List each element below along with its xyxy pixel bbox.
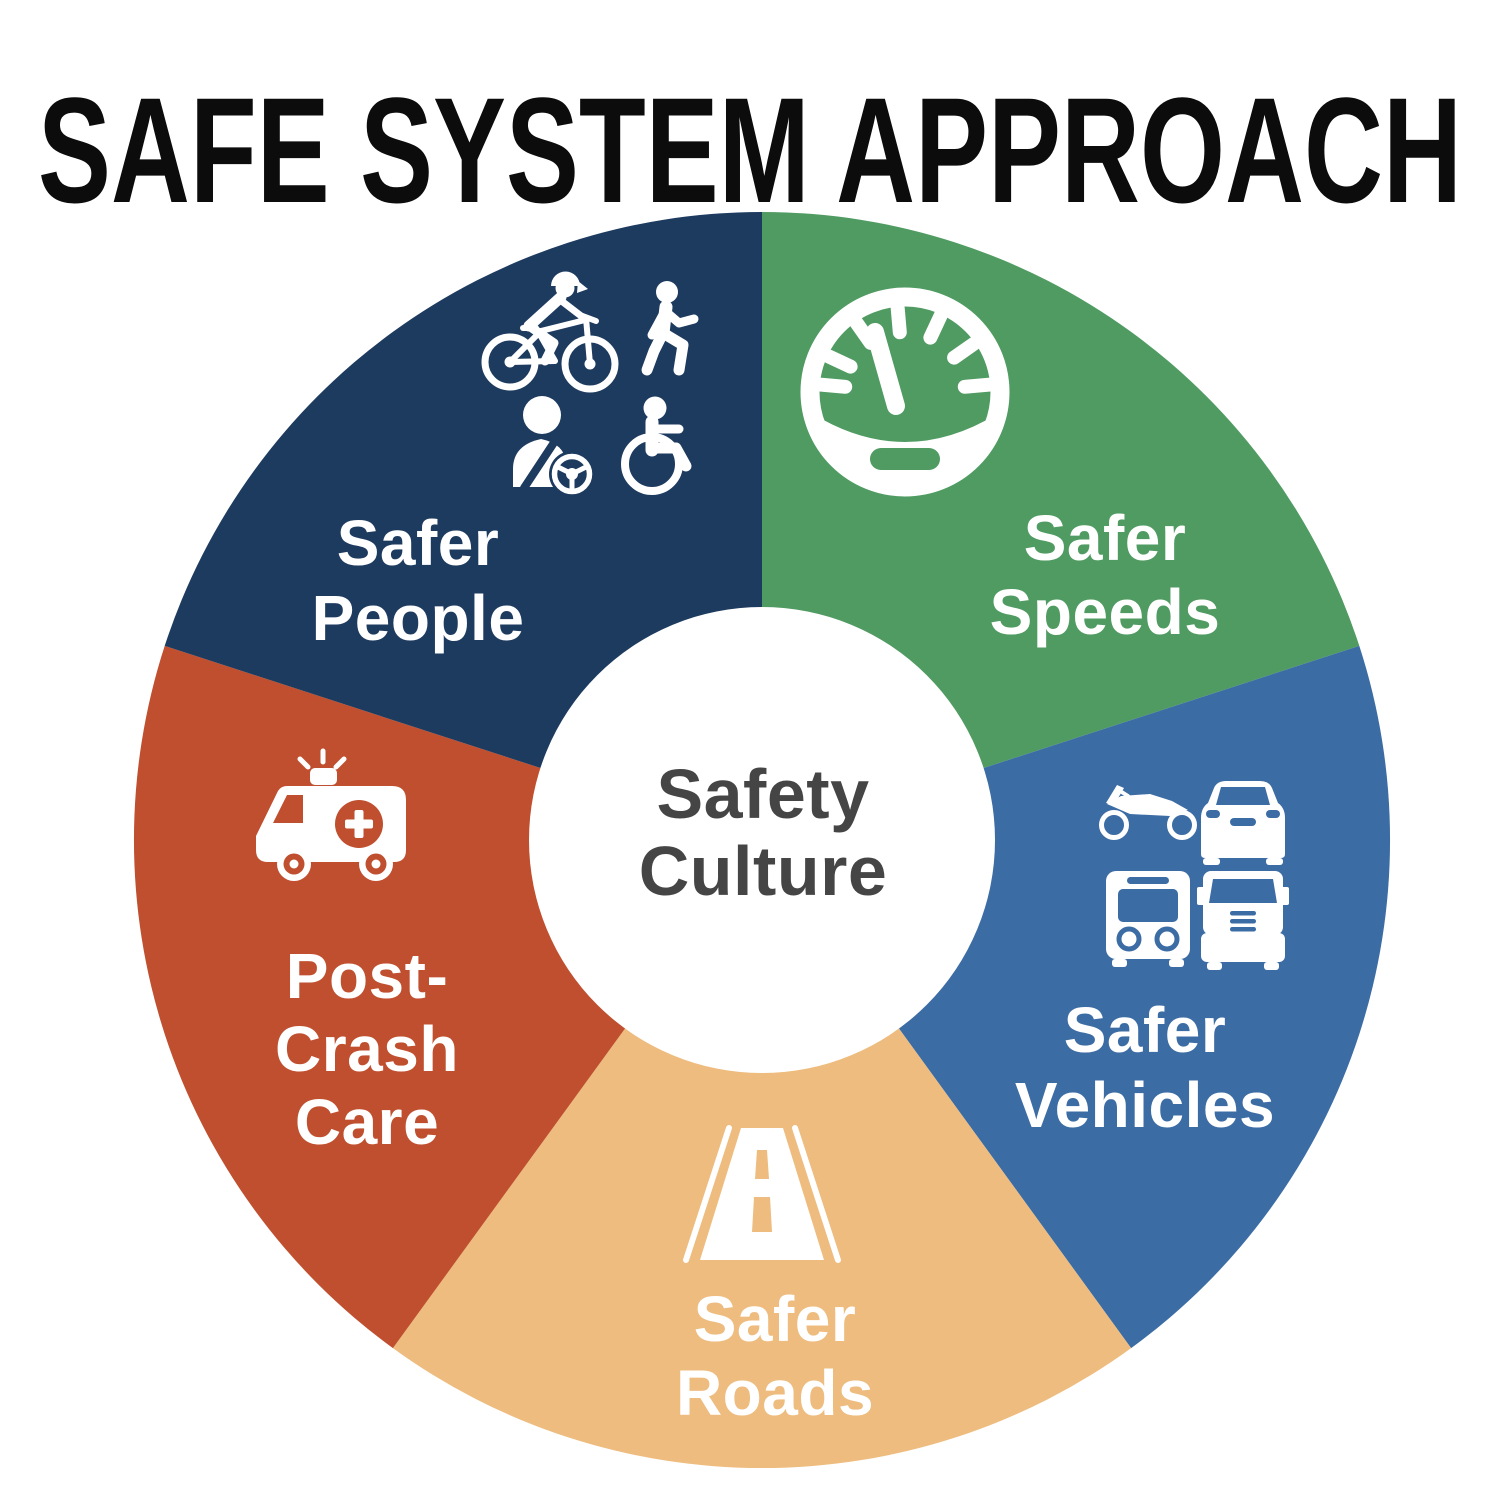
- post-crash-care-label-line1: Post-: [286, 940, 449, 1012]
- center-label: Safety Culture: [639, 755, 888, 910]
- safer-roads-label-line2: Roads: [676, 1357, 874, 1429]
- safer-people-label-line2: People: [312, 582, 525, 654]
- center-label-line1: Safety: [656, 755, 869, 833]
- center-label-line2: Culture: [639, 832, 888, 910]
- ambulance-icon: [256, 748, 406, 881]
- center-circle: [529, 607, 995, 1073]
- safer-people-label-line1: Safer: [337, 507, 500, 579]
- safer-roads-label-line1: Safer: [694, 1283, 857, 1355]
- bus-icon: [1106, 871, 1190, 967]
- wheelchair-icon: [621, 396, 692, 495]
- pedestrian-icon: [641, 281, 699, 376]
- seatbelt-driver-icon: [513, 396, 595, 497]
- safer-speeds-label-line2: Speeds: [990, 576, 1221, 648]
- post-crash-care-label-line3: Care: [295, 1086, 439, 1158]
- road-icon: [683, 1125, 841, 1263]
- safer-speeds-label-line1: Safer: [1024, 502, 1187, 574]
- cyclist-icon: [481, 271, 619, 393]
- safer-vehicles-icons: [1099, 781, 1289, 970]
- motorcycle-icon: [1099, 785, 1197, 840]
- truck-icon: [1197, 871, 1289, 970]
- car-icon: [1201, 781, 1285, 865]
- safer-people-icons: [481, 271, 699, 497]
- safer-vehicles-label-line1: Safer: [1064, 994, 1227, 1066]
- segment-labels: Safer People Safer Speeds Safer Vehicles…: [275, 502, 1275, 1429]
- speedometer-icon: [800, 287, 1010, 497]
- safer-vehicles-label-line2: Vehicles: [1015, 1069, 1275, 1141]
- steering-wheel-icon: [549, 451, 595, 497]
- post-crash-care-label-line2: Crash: [275, 1013, 459, 1085]
- page-title: SAFE SYSTEM APPROACH: [38, 66, 1462, 234]
